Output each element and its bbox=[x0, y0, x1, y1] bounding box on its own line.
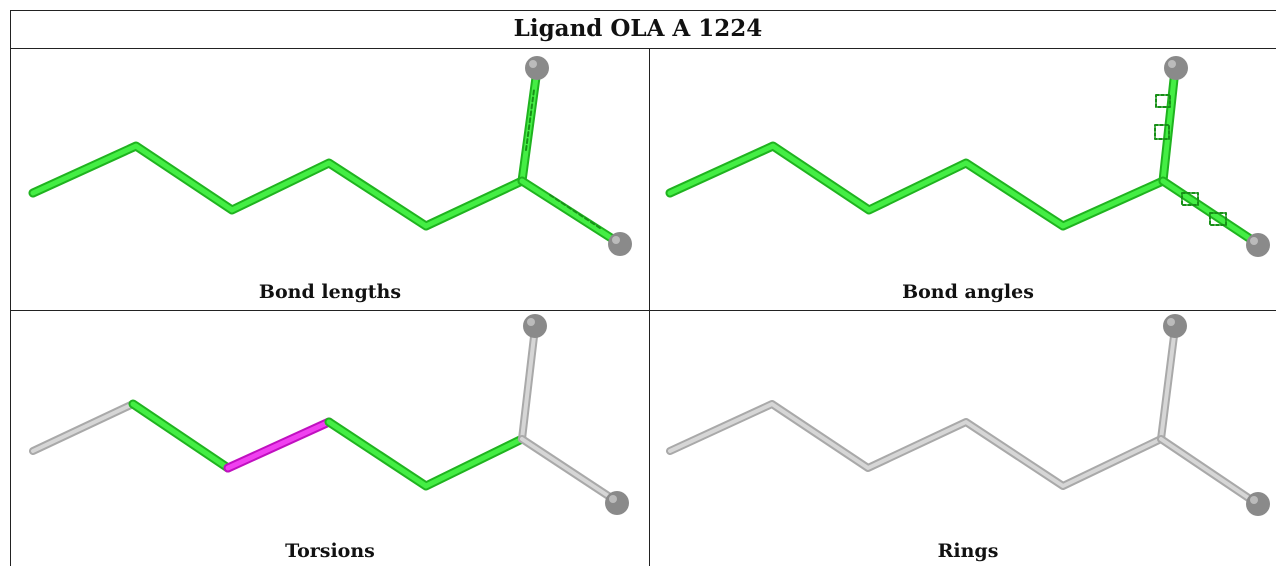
atom-sphere-top bbox=[1163, 314, 1187, 338]
atom-sphere-bottom-shine bbox=[612, 236, 620, 244]
figure-title: Ligand OLA A 1224 bbox=[513, 15, 763, 42]
bond-branch-up-hi bbox=[520, 326, 537, 441]
bond-chain-highlight bbox=[30, 143, 525, 229]
bond-chain-highlight bbox=[667, 143, 1166, 229]
bond-chain-highlight bbox=[668, 402, 1163, 488]
angle-marker-down-1 bbox=[1181, 192, 1199, 206]
bond-neutral-1-hi bbox=[31, 402, 135, 453]
atom-sphere-bottom-shine bbox=[1250, 237, 1258, 245]
panel-caption-rings: Rings bbox=[937, 540, 999, 562]
ligand-bonds bbox=[665, 65, 1263, 249]
atom-sphere-top-shine bbox=[527, 318, 535, 326]
angle-marker-down-2 bbox=[1209, 212, 1227, 226]
atom-sphere-top-shine bbox=[1168, 60, 1176, 68]
panel-caption-bond-lengths: Bond lengths bbox=[258, 281, 402, 303]
atom-sphere-bottom-shine bbox=[1250, 496, 1258, 504]
bond-branch-up-hi bbox=[1159, 326, 1177, 441]
atom-sphere-bottom-shine bbox=[609, 495, 617, 503]
atom-sphere-top-shine bbox=[1167, 318, 1175, 326]
angle-marker-up-1 bbox=[1155, 94, 1171, 108]
ligand-bonds bbox=[666, 324, 1260, 507]
ligand-bonds bbox=[28, 65, 624, 248]
bond-torsion-green-2-hi bbox=[326, 419, 525, 489]
panel-caption-torsions: Torsions bbox=[285, 540, 375, 562]
bond-branch-down-hi bbox=[1159, 437, 1258, 505]
angle-marker-up-2 bbox=[1154, 124, 1170, 140]
bond-branch-down-hi bbox=[520, 437, 618, 503]
grid-line-under-title bbox=[10, 48, 1276, 49]
grid-line-left bbox=[10, 10, 11, 566]
bond-torsion-green-1-hi bbox=[130, 401, 231, 471]
outlier-dash-down bbox=[549, 194, 601, 229]
outlier-dash-up bbox=[525, 89, 535, 151]
grid-line-center bbox=[649, 48, 650, 566]
atom-sphere-bottom bbox=[1246, 492, 1270, 516]
grid-line-middle bbox=[10, 310, 1276, 311]
bond-torsion-magenta-hi bbox=[225, 419, 332, 471]
grid-line-top bbox=[10, 10, 1276, 11]
atom-sphere-top-shine bbox=[529, 60, 537, 68]
panel-caption-bond-angles: Bond angles bbox=[902, 281, 1034, 303]
ligand-bonds bbox=[29, 324, 620, 505]
bond-branch-down-hi bbox=[519, 178, 622, 246]
